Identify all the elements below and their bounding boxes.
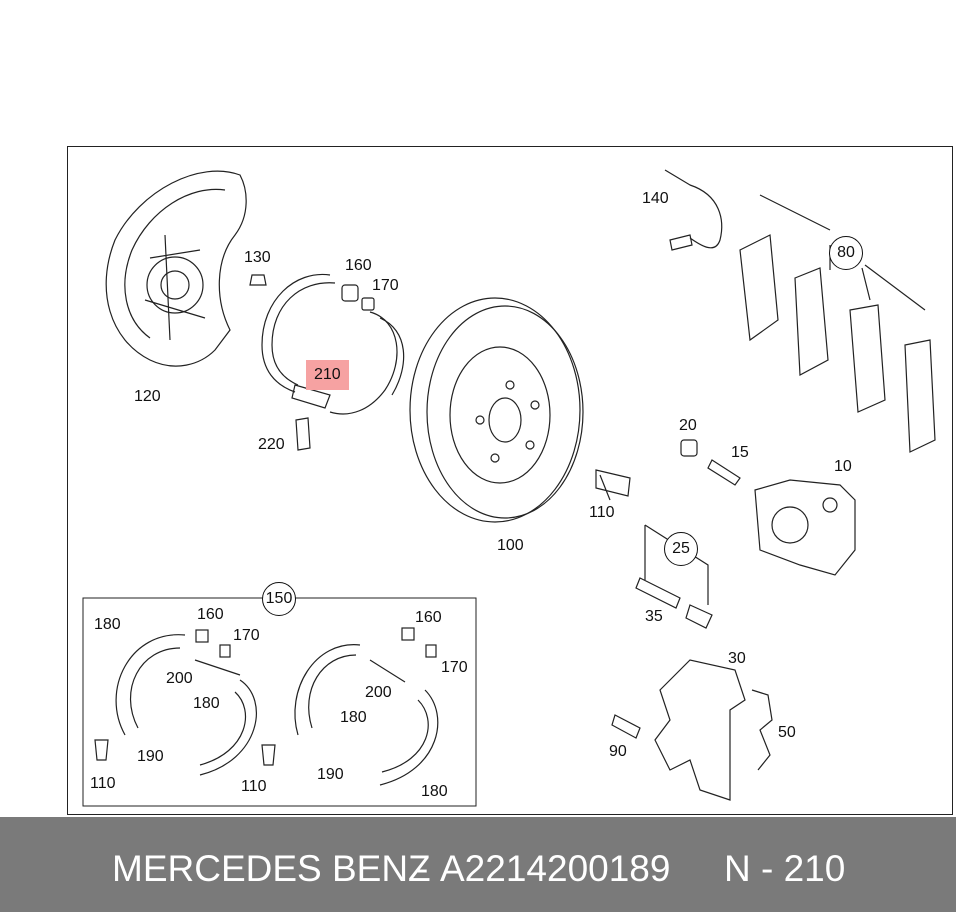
- nut-130-drawing: [249, 274, 267, 286]
- kit-callout-170[interactable]: 170: [441, 659, 468, 676]
- callout-170[interactable]: 170: [372, 277, 399, 294]
- kit-callout-110[interactable]: 110: [241, 778, 267, 795]
- dust-shield-drawing: [105, 170, 247, 367]
- callout-20[interactable]: 20: [679, 417, 697, 434]
- kit-callout-170[interactable]: 170: [233, 627, 260, 644]
- callout-140[interactable]: 140: [642, 190, 669, 207]
- footer-brand: MERCEDES BENZ: [112, 848, 431, 889]
- cap-20-drawing: [680, 439, 698, 457]
- kit-callout-160[interactable]: 160: [415, 609, 442, 626]
- kit-callout-180[interactable]: 180: [421, 783, 448, 800]
- kit-callout-200[interactable]: 200: [365, 684, 392, 701]
- callout-80[interactable]: 80: [829, 236, 863, 270]
- bolt-90-drawing: [611, 714, 641, 739]
- footer-separator: -: [416, 848, 429, 889]
- callout-120[interactable]: 120: [134, 388, 161, 405]
- callout-130[interactable]: 130: [244, 249, 271, 266]
- callout-10[interactable]: 10: [834, 458, 852, 475]
- callout-160[interactable]: 160: [345, 257, 372, 274]
- caliper-drawing: [754, 479, 856, 576]
- footer-part-number: A2214200189: [440, 848, 671, 889]
- callout-25[interactable]: 25: [664, 532, 698, 566]
- kit-callout-200[interactable]: 200: [166, 670, 193, 687]
- guide-pins-drawing: [635, 524, 713, 629]
- kit-callout-180[interactable]: 180: [193, 695, 220, 712]
- kit-callout-160[interactable]: 160: [197, 606, 224, 623]
- callout-30[interactable]: 30: [728, 650, 746, 667]
- footer-position-label: N - 210: [724, 848, 846, 889]
- kit-callout-110[interactable]: 110: [90, 775, 116, 792]
- kit-callout-190[interactable]: 190: [317, 766, 344, 783]
- kit-callout-180[interactable]: 180: [340, 709, 367, 726]
- callout-210-highlighted[interactable]: 210: [306, 360, 349, 390]
- wear-sensor-drawing: [664, 169, 723, 251]
- callout-110[interactable]: 110: [589, 504, 615, 521]
- callout-100[interactable]: 100: [497, 537, 524, 554]
- brake-disc-drawing: [409, 297, 584, 523]
- callout-220[interactable]: 220: [258, 436, 285, 453]
- bleeder-15-drawing: [707, 459, 741, 486]
- caliper-bracket-drawing: [654, 659, 746, 801]
- callout-50[interactable]: 50: [778, 724, 796, 741]
- bolt-110-drawing: [595, 469, 631, 501]
- callout-150[interactable]: 150: [262, 582, 296, 616]
- callout-35[interactable]: 35: [645, 608, 663, 625]
- footer-bar: MERCEDES BENZ - A2214200189 N - 210: [0, 817, 956, 912]
- callout-15[interactable]: 15: [731, 444, 749, 461]
- callout-90[interactable]: 90: [609, 743, 627, 760]
- clip-50-drawing: [751, 689, 773, 771]
- kit-callout-190[interactable]: 190: [137, 748, 164, 765]
- kit-shoes-drawing: [94, 627, 439, 786]
- parking-brake-shoes-drawing: [261, 273, 405, 451]
- kit-callout-180[interactable]: 180: [94, 616, 121, 633]
- diagram-frame: [67, 146, 953, 815]
